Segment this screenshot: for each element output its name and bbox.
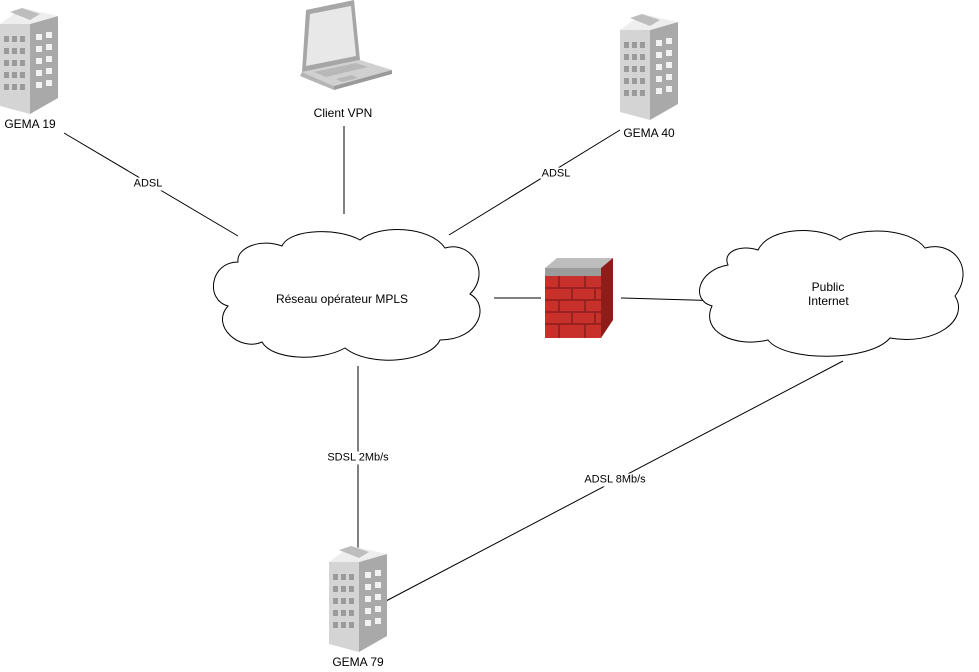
- edge-label-gema40-mpls: ADSL: [540, 167, 572, 181]
- gema40-label: GEMA 40: [623, 126, 675, 140]
- client-vpn-label: Client VPN: [313, 106, 373, 120]
- laptop-icon: [300, 0, 392, 90]
- gema79-building-icon: [329, 546, 387, 652]
- edge-label-internet-gema79: ADSL 8Mb/s: [583, 473, 647, 487]
- gema40-building-icon: [620, 14, 678, 120]
- internet-cloud-label: Public Internet: [808, 280, 849, 308]
- link-gema40-mpls: [448, 129, 621, 236]
- internet-cloud-icon: [698, 230, 964, 357]
- internet-label-line2: Internet: [808, 294, 849, 308]
- edge-label-gema19-mpls: ADSL: [132, 177, 164, 191]
- internet-label-line1: Public: [811, 280, 845, 294]
- mpls-cloud-label: Réseau opérateur MPLS: [275, 292, 409, 306]
- edge-label-mpls-gema79: SDSL 2Mb/s: [326, 451, 390, 465]
- connections: [63, 126, 844, 602]
- gema19-label: GEMA 19: [4, 117, 56, 131]
- firewall-icon: [545, 258, 613, 338]
- gema79-label: GEMA 79: [332, 655, 384, 669]
- mpls-cloud-icon: [213, 229, 481, 361]
- gema19-building-icon: [0, 8, 58, 114]
